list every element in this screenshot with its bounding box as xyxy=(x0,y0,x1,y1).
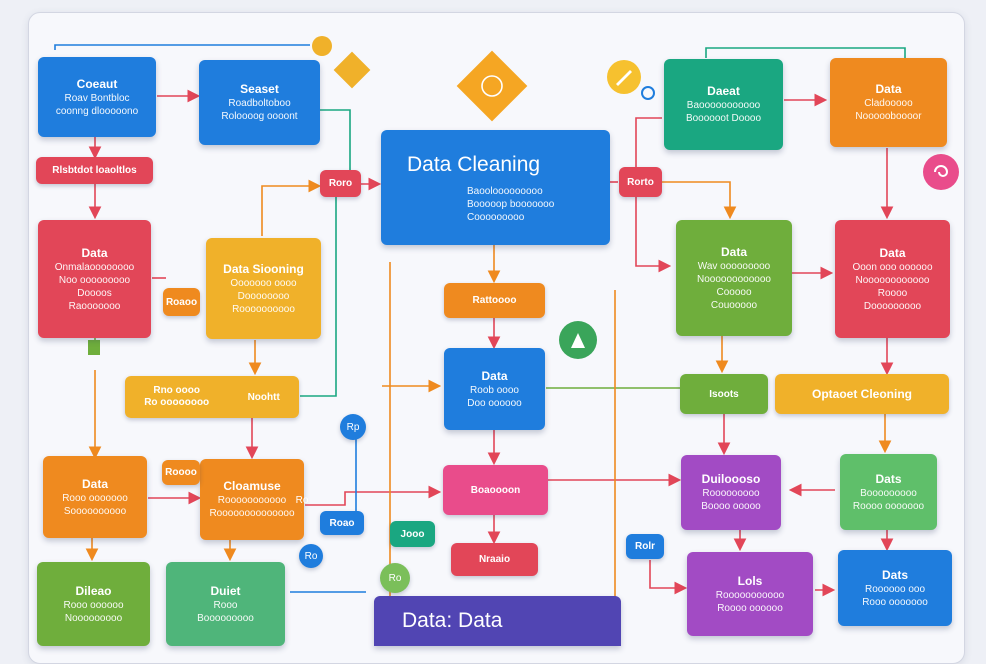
node-cloamuse[interactable]: Cloamuse Rooooooooooo Roooooooooooooo xyxy=(200,459,304,540)
node-subtitle: Roooooo ooo Rooo ooooooo xyxy=(862,583,928,608)
label-pill[interactable]: Roaoo xyxy=(163,288,200,316)
node-data-center[interactable]: Data Roob oooo Doo oooooo xyxy=(444,348,545,430)
node-title: Data: Data xyxy=(402,609,503,632)
node-dats-green[interactable]: Dats Booooooooo Roooo ooooooo xyxy=(840,454,937,530)
node-subtitle: Roadboltoboo Roloooog oooont xyxy=(221,98,298,122)
node-title: Dileao xyxy=(75,583,112,598)
label-pill[interactable]: Rolr xyxy=(626,534,664,559)
label-pill[interactable]: Roao xyxy=(320,511,364,535)
node-title: Cloamuse xyxy=(223,479,281,493)
node-seaset[interactable]: Seaset Roadboltoboo Roloooog oooont xyxy=(199,60,320,145)
node-subtitle: Rooo oooooo Nooooooooo xyxy=(63,599,124,624)
node-data-top-right[interactable]: Data Cladooooo Noooooboooor xyxy=(830,58,947,147)
node-data-center-right[interactable]: Data Wav ooooooooo Noooooooooooo Cooooo … xyxy=(676,220,792,336)
node-subtitle: Roav Bontbloc coonng dlooooono xyxy=(55,92,139,117)
node-title: Data Cleaning xyxy=(407,153,541,176)
node-data-right[interactable]: Data Ooon ooo oooooo Noooooooooooo Roooo… xyxy=(835,220,950,338)
node-title: Data xyxy=(720,244,747,259)
label-left: Rno oooo Ro oooooooo xyxy=(144,385,210,408)
node-title: Dats xyxy=(875,471,902,486)
node-dot[interactable]: Ro xyxy=(299,544,323,568)
node-lols[interactable]: Lols Rooooooooooo Roooo oooooo xyxy=(687,552,813,636)
node-subtitle: Booooooooo Roooo ooooooo xyxy=(852,487,925,512)
node-dileao[interactable]: Dileao Rooo oooooo Nooooooooo xyxy=(37,562,150,646)
node-title: Data Siooning xyxy=(223,261,304,276)
node-title: Duiloooso xyxy=(701,472,761,486)
node-dot[interactable]: Ro xyxy=(380,563,410,593)
node-daeat[interactable]: Daeat Baooooooooooo Boooooot Doooo xyxy=(664,59,783,150)
node-coeaut[interactable]: Coeaut Roav Bontbloc coonng dlooooono xyxy=(38,57,156,137)
label-pill[interactable]: Boaoooon xyxy=(443,465,548,515)
label-pill-double[interactable]: Rno oooo Ro oooooooo Noohtt xyxy=(125,376,299,418)
label-pill[interactable]: Jooo xyxy=(390,521,435,547)
node-subtitle: Onmalaoooooooo Noo ooooooooo Doooos Raoo… xyxy=(54,261,135,312)
node-duiloooso[interactable]: Duiloooso Rooooooooo Boooo ooooo xyxy=(681,455,781,530)
node-subtitle: Ooooooo oooo Doooooooo Roooooooooo xyxy=(230,277,297,315)
label-pill[interactable]: Isoots xyxy=(680,374,768,414)
label-pill[interactable]: Rlsbtdot loaoltlos xyxy=(36,157,153,184)
node-subtitle: Roob oooo Doo oooooo xyxy=(467,384,522,409)
node-title: Data xyxy=(481,368,508,383)
node-title: Lols xyxy=(737,573,763,588)
node-dats-blue[interactable]: Dats Roooooo ooo Rooo ooooooo xyxy=(838,550,952,626)
label-pill[interactable]: Roooo xyxy=(162,460,200,485)
label-pill[interactable]: Roro xyxy=(320,170,361,197)
node-title: Data xyxy=(81,245,108,260)
node-title: Daeat xyxy=(707,84,740,98)
node-subtitle: Rooo Booooooooo xyxy=(197,599,254,624)
node-subtitle: Ooon ooo oooooo Noooooooooooo Roooo Dooo… xyxy=(852,261,933,312)
node-subtitle: Rooooooooo Boooo ooooo xyxy=(701,488,761,512)
node-title: Seaset xyxy=(240,82,279,96)
node-subtitle: Baooooooooooo Boooooot Doooo xyxy=(685,100,762,124)
node-dot[interactable]: Rp xyxy=(340,414,366,440)
label-pill[interactable]: Optaoet Cleoning xyxy=(775,374,949,414)
node-subtitle: Baoolooooooooo Booooop booooooo Cooooooo… xyxy=(467,186,555,223)
node-title: Data xyxy=(879,245,906,260)
node-title: Data xyxy=(81,476,108,491)
node-subtitle: Rooo ooooooo Soooooooooo xyxy=(62,492,128,517)
label-pill[interactable]: Nraaio xyxy=(451,543,538,576)
node-data-lower-left[interactable]: Data Rooo ooooooo Soooooooooo xyxy=(43,456,147,538)
node-title: Data xyxy=(875,82,902,96)
node-subtitle: Cladooooo Noooooboooor xyxy=(855,98,922,122)
node-title: Coeaut xyxy=(76,76,118,91)
node-subtitle: Wav ooooooooo Noooooooooooo Cooooo Couoo… xyxy=(697,260,771,311)
node-data-data[interactable]: Data: Data xyxy=(374,596,621,646)
node-duiet[interactable]: Duiet Rooo Booooooooo xyxy=(166,562,285,646)
node-title: Duiet xyxy=(210,583,241,598)
label-pill[interactable]: Rorto xyxy=(619,167,662,197)
node-data-cleaning[interactable]: Data Cleaning Baoolooooooooo Booooop boo… xyxy=(381,130,610,245)
node-subtitle: Rooooooooooo Roooo oooooo xyxy=(715,589,785,614)
label-right: Noohtt xyxy=(247,391,280,403)
node-title: Dats xyxy=(881,567,908,582)
node-data-left[interactable]: Data Onmalaoooooooo Noo ooooooooo Doooos… xyxy=(38,220,151,338)
label-pill[interactable]: Rattoooo xyxy=(444,283,545,318)
node-data-sioning[interactable]: Data Siooning Ooooooo oooo Doooooooo Roo… xyxy=(206,238,321,339)
node-subtitle: Rooooooooooo Roooooooooooooo xyxy=(209,495,295,519)
